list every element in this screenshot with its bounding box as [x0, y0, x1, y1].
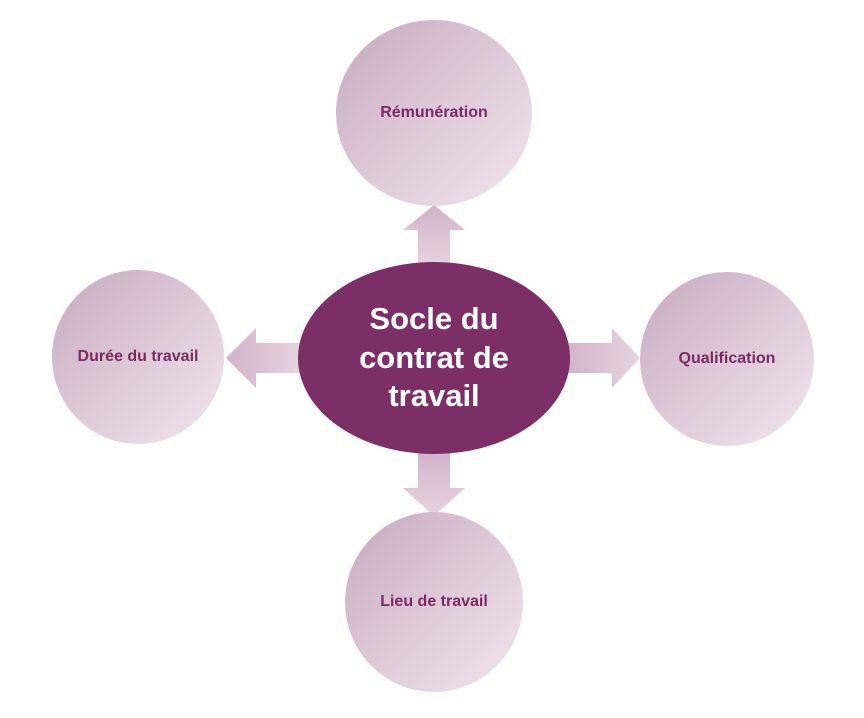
node-label-bottom: Lieu de travail [380, 593, 488, 611]
arrow-left [226, 328, 302, 388]
node-lieu-de-travail: Lieu de travail [345, 512, 523, 692]
node-remuneration: Rémunération [336, 20, 532, 206]
arrow-right [566, 328, 640, 388]
node-label-right: Qualification [678, 350, 776, 368]
center-node: Socle du contrat de travail [298, 262, 570, 454]
center-label: Socle du contrat de travail [359, 300, 509, 414]
arrow-down [403, 450, 465, 516]
node-duree-du-travail: Durée du travail [52, 270, 224, 444]
node-qualification: Qualification [640, 272, 814, 446]
node-label-top: Rémunération [380, 104, 488, 122]
arrow-up [403, 205, 465, 268]
node-label-left: Durée du travail [77, 348, 199, 366]
